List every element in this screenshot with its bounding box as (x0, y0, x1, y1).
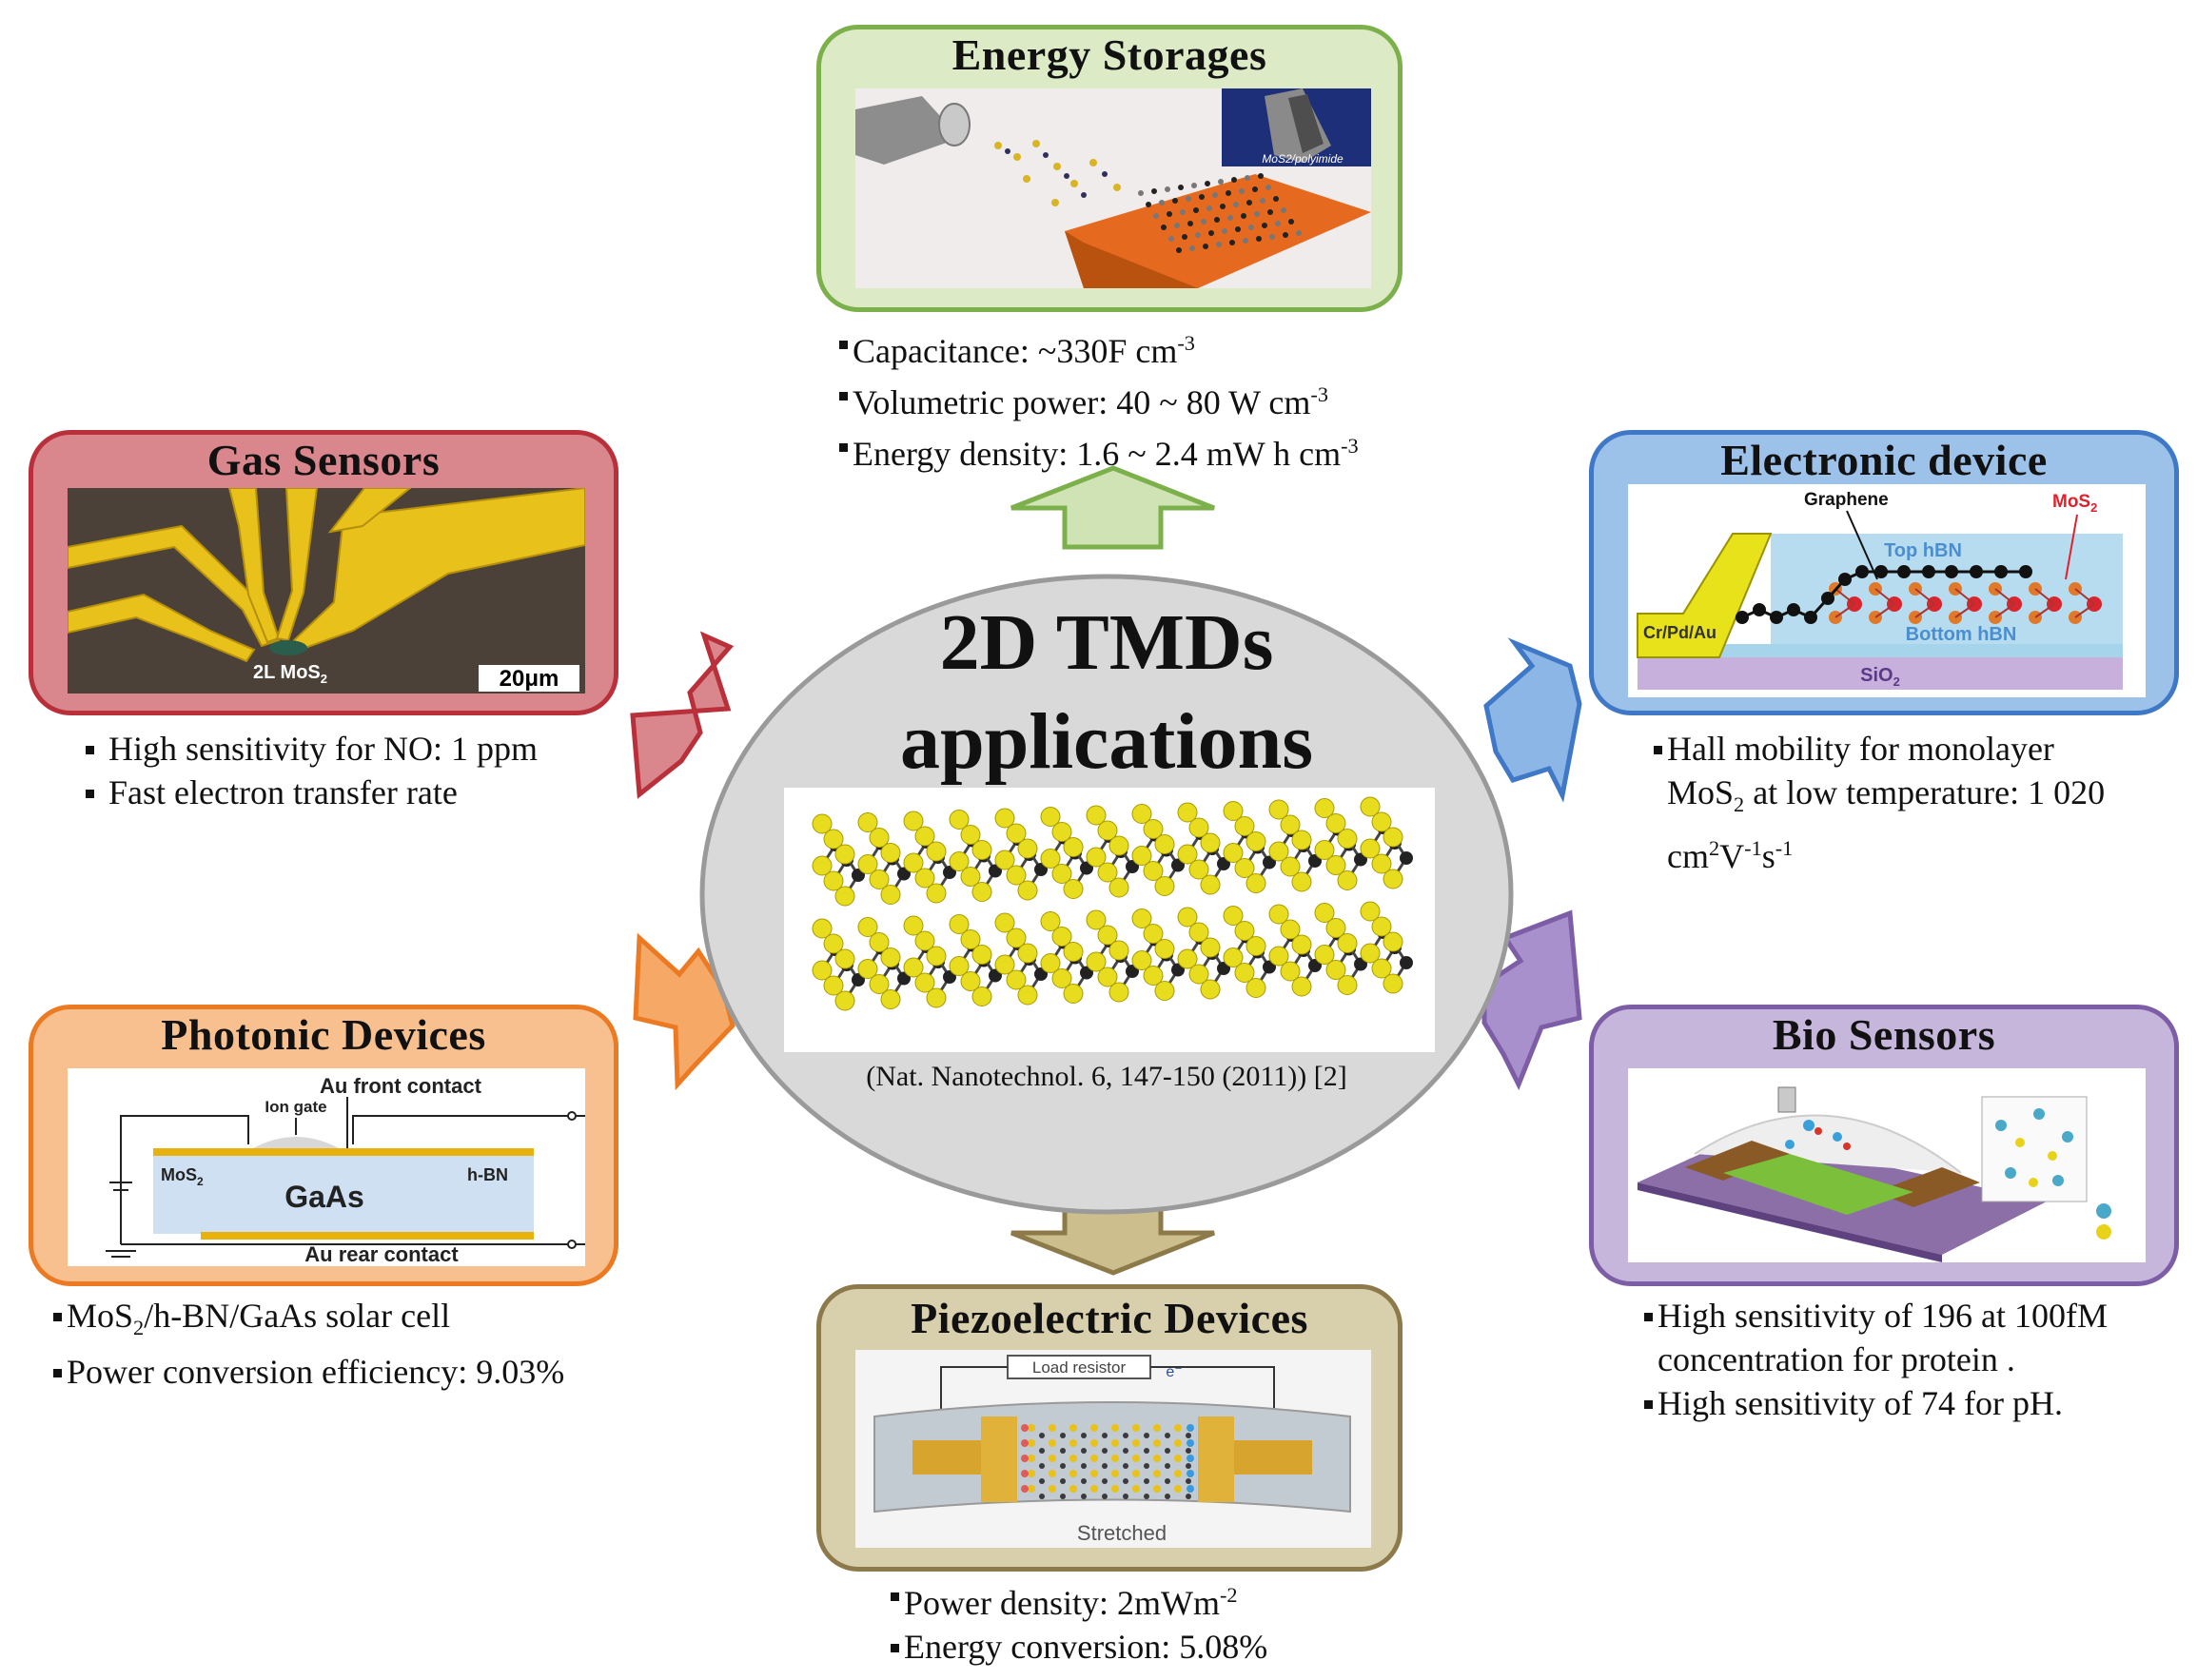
hbn-label: h-BN (467, 1165, 508, 1184)
photonic-devices-title: Photonic Devices (161, 1010, 486, 1059)
bullet-energy-density: Energy density: 1.6 ~ 2.4 mW h cm-3 (839, 424, 1359, 476)
arrow-downleft-photonic (633, 932, 736, 1091)
photonic-mos2-label: MoS2 (161, 1165, 204, 1188)
cr-pd-au-label: Cr/Pd/Au (1643, 623, 1716, 642)
piezoelectric-devices-title: Piezoelectric Devices (911, 1294, 1308, 1342)
energy-storages-title: Energy Storages (951, 30, 1267, 79)
energy-storages-image: MoS2/polyimide (855, 88, 1371, 288)
arrow-up-energy (1010, 465, 1215, 550)
gas-sensors-title: Gas Sensors (206, 436, 441, 484)
arrow-downright-bio (1481, 909, 1582, 1091)
bullet-hall-mobility: Hall mobility for monolayer MoS2 at low … (1654, 727, 2105, 878)
load-resistor-label: Load resistor (1032, 1358, 1127, 1377)
top-hbn-label: Top hBN (1884, 540, 1962, 561)
bullet-energy-conversion: Energy conversion: 5.08% (891, 1625, 1267, 1669)
bullet-solar-cell: MoS2/h-BN/GaAs solar cell (53, 1294, 564, 1350)
gas-scale-bar: 20μm (500, 666, 559, 692)
mos2-bilayer-image (784, 788, 1435, 1052)
electronic-device-title: Electronic device (1720, 436, 2048, 484)
electronic-device-card: Electronic device SiO2 Cr/Pd/Au Top hBN … (1589, 430, 2179, 715)
photonic-devices-bullets: MoS2/h-BN/GaAs solar cell Power conversi… (53, 1294, 564, 1394)
bullet-capacitance: Capacitance: ~330F cm-3 (839, 322, 1359, 373)
ion-gate-label: Ion gate (265, 1098, 326, 1116)
center-citation: (Nat. Nanotechnol. 6, 147-150 (2011)) [2… (866, 1061, 1347, 1092)
energy-storages-bullets: Capacitance: ~330F cm-3 Volumetric power… (839, 322, 1359, 476)
energy-storages-card: Energy Storages (816, 25, 1403, 312)
center-title-line2: applications (899, 697, 1314, 786)
au-rear-contact-label: Au rear contact (304, 1242, 459, 1266)
gas-sensor-micrograph: 2L MoS2 20μm (68, 488, 585, 693)
bio-sensors-card: Bio Sensors (1589, 1005, 2179, 1286)
gaas-label: GaAs (284, 1180, 364, 1214)
arrow-upright-electronic (1483, 637, 1582, 803)
mos2-red-label: MoS2 (2052, 492, 2097, 515)
stretched-label: Stretched (1077, 1521, 1167, 1545)
gas-mos2-label: 2L MoS2 (253, 662, 327, 686)
au-front-contact-label: Au front contact (320, 1074, 482, 1098)
bio-sensor-image (1628, 1068, 2146, 1262)
bottom-hbn-label: Bottom hBN (1906, 624, 2017, 645)
bullet-electron-transfer: Fast electron transfer rate (84, 771, 538, 814)
bullet-volumetric-power: Volumetric power: 40 ~ 80 W cm-3 (839, 373, 1359, 424)
electronic-device-diagram: SiO2 Cr/Pd/Au Top hBN Bottom hBN Graphen… (1628, 484, 2146, 697)
bullet-power-density: Power density: 2mWm-2 (891, 1573, 1267, 1625)
gas-sensors-bullets: High sensitivity for NO: 1 ppm Fast elec… (84, 727, 538, 814)
center-title-line1: 2D TMDs (939, 598, 1274, 687)
sio2-label: SiO2 (1860, 665, 1900, 689)
piezoelectric-devices-bullets: Power density: 2mWm-2 Energy conversion:… (891, 1573, 1267, 1669)
bio-sensors-title: Bio Sensors (1772, 1010, 1996, 1059)
mos2-polyimide-label: MoS2/polyimide (1262, 152, 1344, 166)
bullet-power-conversion: Power conversion efficiency: 9.03% (53, 1350, 564, 1394)
photonic-devices-card: Photonic Devices Au front contact Ion ga… (29, 1005, 618, 1286)
electronic-device-bullets: Hall mobility for monolayer MoS2 at low … (1654, 727, 2105, 878)
arrow-upleft-gas (630, 631, 735, 799)
bullet-ph-sensitivity: High sensitivity of 74 for pH. (1644, 1381, 2108, 1425)
gas-sensors-card: Gas Sensors 2L MoS2 20μm (29, 430, 618, 715)
photonic-device-diagram: Au front contact Ion gate MoS2 h-BN GaAs… (68, 1068, 585, 1266)
piezoelectric-devices-card: Piezoelectric Devices Load resistor e⁻ S… (816, 1284, 1403, 1572)
bullet-no-sensitivity: High sensitivity for NO: 1 ppm (84, 727, 538, 771)
piezoelectric-device-image: Load resistor e⁻ Stretched (855, 1350, 1371, 1548)
electron-label: e⁻ (1166, 1364, 1182, 1380)
graphene-label: Graphene (1804, 490, 1889, 510)
